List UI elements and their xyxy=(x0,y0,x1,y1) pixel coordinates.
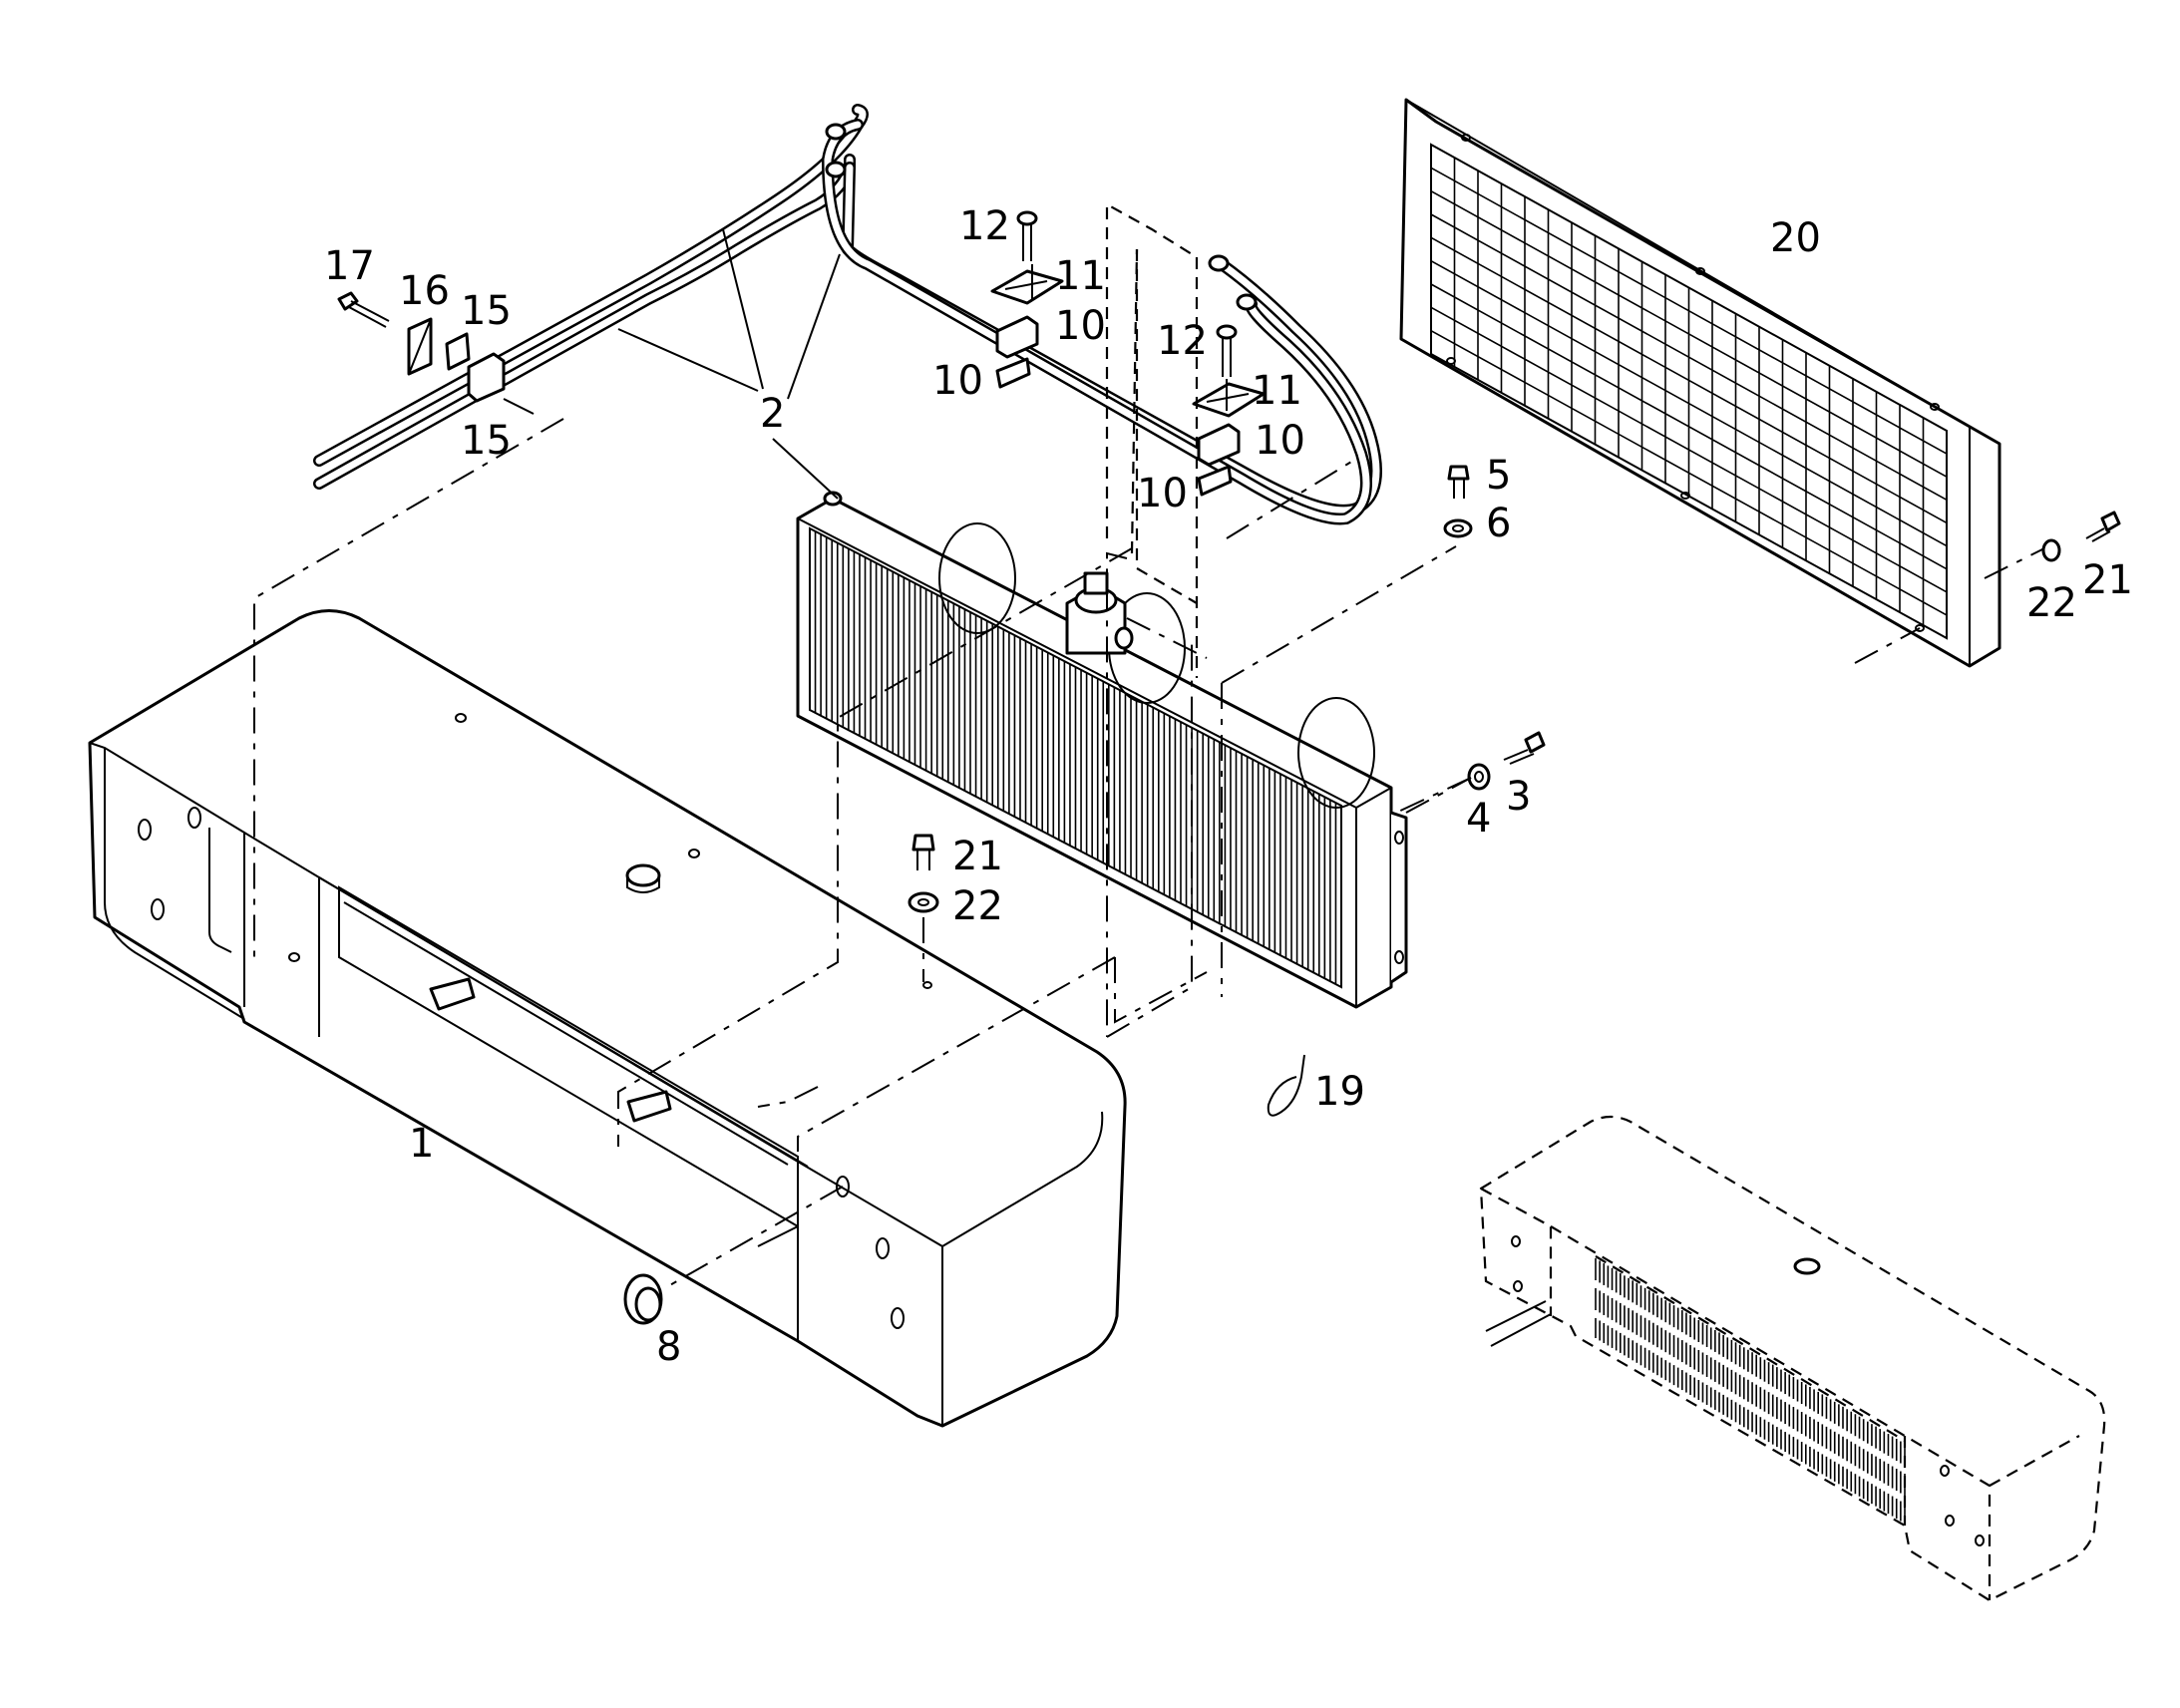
callout-17: 17 xyxy=(324,243,375,289)
grille-mesh xyxy=(1430,158,1948,626)
callout-12-a: 12 xyxy=(959,203,1010,249)
callout-19: 19 xyxy=(1314,1069,1365,1115)
callout-6: 6 xyxy=(1486,501,1511,546)
callout-2: 2 xyxy=(760,391,785,437)
callout-16: 16 xyxy=(399,268,450,314)
condenser-fins xyxy=(809,528,1342,987)
callout-22-right: 22 xyxy=(2026,580,2077,626)
fasteners xyxy=(337,210,2121,1325)
callout-11-b: 11 xyxy=(1252,368,1302,414)
callout-10-d: 10 xyxy=(1137,471,1188,516)
assembled-unit-view xyxy=(1479,1115,2106,1602)
callout-labels: 1 2 3 4 5 6 8 10 10 10 10 11 11 12 12 15… xyxy=(324,203,2133,1370)
leader-lines xyxy=(253,202,2045,1287)
callout-11-a: 11 xyxy=(1055,253,1106,299)
condenser-core xyxy=(796,491,1408,1009)
callout-15-b: 15 xyxy=(461,418,512,464)
callout-12-b: 12 xyxy=(1157,318,1208,364)
callout-4: 4 xyxy=(1466,796,1491,842)
callout-3: 3 xyxy=(1506,774,1531,820)
housing-part-1 xyxy=(88,609,1127,1428)
tube-clamps xyxy=(407,269,1266,497)
callout-10-c: 10 xyxy=(1255,418,1305,464)
callout-10-b: 10 xyxy=(932,358,983,404)
assembled-fins xyxy=(1595,1258,1906,1524)
callout-1: 1 xyxy=(409,1121,434,1167)
grille-part-20 xyxy=(1399,98,2001,668)
callout-21-right: 21 xyxy=(2082,557,2133,603)
callout-10-a: 10 xyxy=(1055,303,1106,349)
callout-21-middle: 21 xyxy=(952,834,1003,879)
callout-15-a: 15 xyxy=(461,288,512,334)
callout-5: 5 xyxy=(1486,453,1511,499)
callout-22-middle: 22 xyxy=(952,883,1003,929)
callout-20: 20 xyxy=(1770,215,1821,261)
refrigerant-lines-part-2 xyxy=(313,104,1382,525)
callout-8: 8 xyxy=(656,1324,681,1370)
